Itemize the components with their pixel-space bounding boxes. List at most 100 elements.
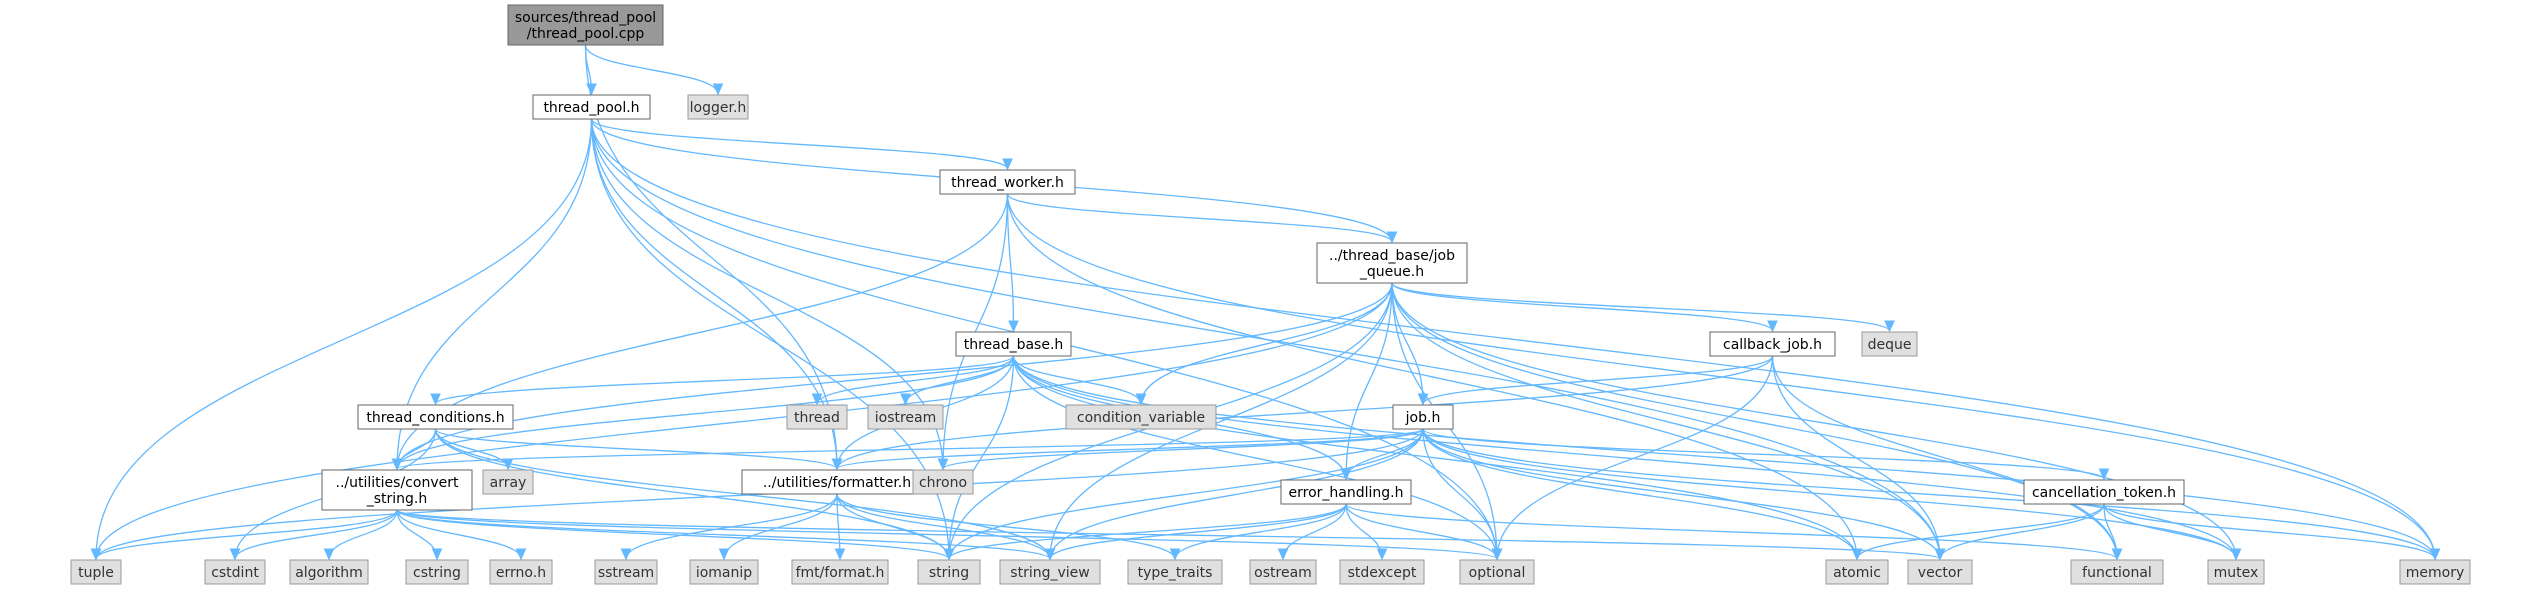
node-box <box>489 559 553 585</box>
node-functional: functional <box>2070 559 2164 585</box>
node-label: condition_variable <box>1077 410 1205 426</box>
edge-job_h-to-convert_string_h <box>397 428 1424 469</box>
edge-thread_conditions_h-to-formatter_h <box>434 428 838 469</box>
node-job-queue-h[interactable]: ../thread_base/job_queue.h <box>1316 242 1468 284</box>
node-box <box>1280 479 1412 505</box>
node-string-view: string_view <box>999 559 1101 585</box>
edge-convert_string_h-to-algorithm <box>329 509 398 559</box>
node-callback-job-h[interactable]: callback_job.h <box>1709 331 1836 357</box>
edge-formatter_h-to-type_traits <box>836 493 1175 559</box>
node-box <box>687 94 749 120</box>
node-cstring: cstring <box>405 559 469 585</box>
edge-job_h-to-optional <box>1422 428 1497 559</box>
edge-thread_base_h-to-convert_string_h <box>397 355 1015 469</box>
node-box <box>1825 559 1889 585</box>
edge-formatter_h-to-string <box>836 493 949 559</box>
node-label: thread_base.h <box>964 337 1064 353</box>
node-job-h[interactable]: job.h <box>1392 404 1454 430</box>
edge-error_handling_h-to-functional <box>1345 503 2117 559</box>
edge-cancellation_token_h-to-vector <box>1940 503 2105 559</box>
node-label: _string.h <box>366 491 428 507</box>
edge-thread_base_h-to-thread_conditions_h <box>436 355 1015 404</box>
node-label: /thread_pool.cpp <box>527 26 645 42</box>
node-box <box>70 559 122 585</box>
node-label: ../utilities/formatter.h <box>763 475 911 491</box>
node-box <box>289 559 369 585</box>
node-box <box>689 559 759 585</box>
node-label: algorithm <box>295 565 363 581</box>
node-label: type_traits <box>1138 565 1213 581</box>
node-type-traits: type_traits <box>1127 559 1223 585</box>
edge-thread_worker_h-to-job_queue_h <box>1006 193 1393 242</box>
edge-error_handling_h-to-optional <box>1345 503 1497 559</box>
edge-error_handling_h-to-string <box>949 503 1347 559</box>
node-atomic: atomic <box>1825 559 1889 585</box>
node-box <box>1127 559 1223 585</box>
node-label: functional <box>2082 565 2152 581</box>
node-box <box>912 469 974 495</box>
edge-job_queue_h-to-string_view <box>1050 282 1393 559</box>
edge-job_queue_h-to-callback_job_h <box>1391 282 1773 331</box>
node-label: chrono <box>919 475 967 491</box>
node-cancellation-token-h[interactable]: cancellation_token.h <box>2023 479 2185 505</box>
node-sstream: sstream <box>594 559 658 585</box>
node-thread-worker-h[interactable]: thread_worker.h <box>939 169 1076 195</box>
edge-thread_base_h-to-condition_variable <box>1012 355 1142 404</box>
edge-thread_pool_h-to-memory <box>590 118 2436 559</box>
node-box <box>482 469 534 495</box>
node-label: atomic <box>1833 565 1881 581</box>
node-thread-pool-h[interactable]: thread_pool.h <box>532 94 651 120</box>
edge-callback_job_h-to-formatter_h <box>837 355 1774 469</box>
node-errno-h: errno.h <box>489 559 553 585</box>
edge-job_queue_h-to-functional <box>1391 282 2117 559</box>
node-label: thread_worker.h <box>951 175 1064 191</box>
node-box <box>1065 404 1217 430</box>
node-label: stdexcept <box>1348 565 1417 581</box>
node-label: fmt/format.h <box>796 565 885 581</box>
edge-convert_string_h-to-cstring <box>396 509 437 559</box>
dependency-nodes: sources/thread_pool/thread_pool.cppthrea… <box>70 4 2471 585</box>
edge-job_h-to-string_view <box>1050 428 1424 559</box>
node-thread-conditions-h[interactable]: thread_conditions.h <box>357 404 514 430</box>
edge-job_h-to-vector <box>1422 428 1940 559</box>
node-box <box>1459 559 1535 585</box>
node-mutex: mutex <box>2207 559 2265 585</box>
node-label: iomanip <box>696 565 752 581</box>
node-label: memory <box>2406 565 2465 581</box>
node-box <box>1907 559 1973 585</box>
node-label: cstdint <box>211 565 259 581</box>
edge-job_queue_h-to-condition_variable <box>1141 282 1393 404</box>
node-tuple: tuple <box>70 559 122 585</box>
node-label: string_view <box>1010 565 1089 581</box>
edge-cancellation_token_h-to-mutex <box>2103 503 2236 559</box>
edge-job_h-to-chrono <box>943 428 1424 469</box>
node-box <box>1316 242 1468 284</box>
edge-convert_string_h-to-errno_h <box>396 509 521 559</box>
node-box <box>2207 559 2265 585</box>
node-box <box>786 404 848 430</box>
edge-formatter_h-to-string_view <box>836 493 1050 559</box>
edge-job_h-to-mutex <box>1422 428 2236 559</box>
node-box <box>532 94 651 120</box>
edge-callback_job_h-to-job_h <box>1423 355 1774 404</box>
edge-thread_base_h-to-optional <box>1012 355 1498 559</box>
node-root[interactable]: sources/thread_pool/thread_pool.cpp <box>507 4 664 46</box>
node-label: sstream <box>598 565 654 581</box>
node-box <box>2023 479 2185 505</box>
edge-root-to-logger_h <box>584 44 719 94</box>
edge-formatter_h-to-iomanip <box>724 493 838 559</box>
node-convert-string-h[interactable]: ../utilities/convert_string.h <box>321 469 473 511</box>
node-box <box>867 404 944 430</box>
node-label: ostream <box>1254 565 1312 581</box>
node-thread-base-h[interactable]: thread_base.h <box>955 331 1072 357</box>
edge-cancellation_token_h-to-atomic <box>1857 503 2105 559</box>
node-label: deque <box>1868 337 1912 353</box>
node-string: string <box>917 559 981 585</box>
node-error-handling-h[interactable]: error_handling.h <box>1280 479 1412 505</box>
edge-job_queue_h-to-tuple <box>96 282 1393 559</box>
node-logger-h: logger.h <box>687 94 749 120</box>
node-label: errno.h <box>496 565 546 581</box>
node-formatter-h[interactable]: ../utilities/formatter.h <box>741 469 933 495</box>
edge-thread_pool_h-to-chrono <box>590 118 944 469</box>
node-box <box>357 404 514 430</box>
